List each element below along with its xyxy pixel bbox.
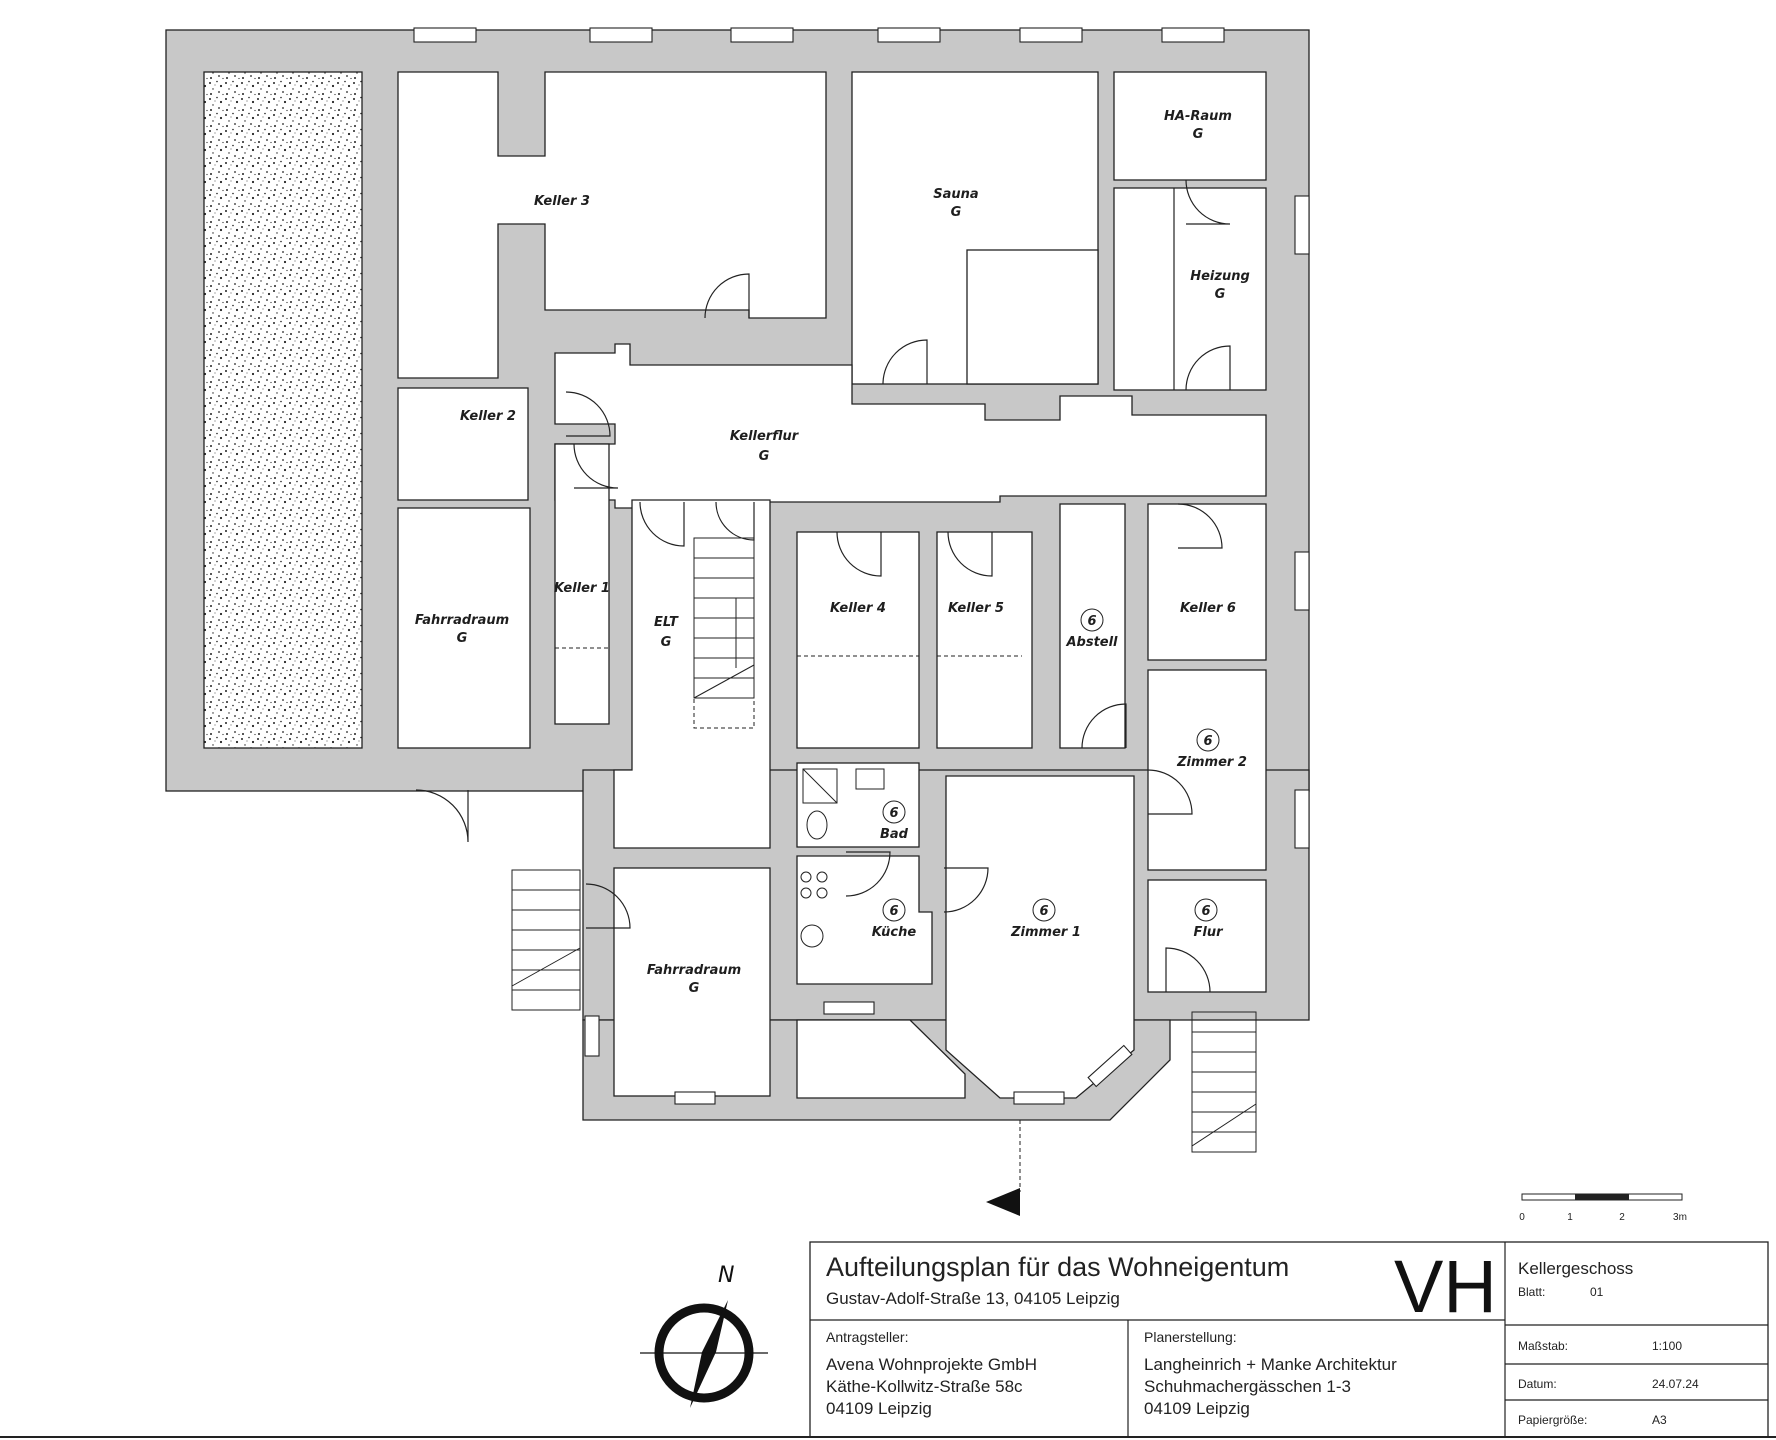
- scale-label: Maßstab:: [1518, 1339, 1568, 1353]
- rooms-layer: [397, 71, 1267, 1099]
- label-fahrradraum-bottom: Fahrradraum: [647, 963, 741, 978]
- room-fahrradraum-top: [397, 507, 531, 749]
- label-zimmer-2: Zimmer 2: [1176, 755, 1247, 770]
- label-keller-3: Keller 3: [534, 194, 590, 209]
- north-label: N: [718, 1263, 734, 1288]
- doors: [415, 179, 1231, 993]
- date-value: 24.07.24: [1652, 1377, 1699, 1391]
- title-block: Aufteilungsplan für das Wohneigentum Gus…: [809, 1241, 1769, 1438]
- stairs: [511, 537, 1257, 1153]
- scale-bar: 0 1 2 3m: [1519, 1193, 1687, 1223]
- paper-value: A3: [1652, 1413, 1667, 1427]
- label-keller-2: Keller 2: [460, 409, 516, 424]
- plan-title: Aufteilungsplan für das Wohneigentum: [826, 1252, 1289, 1282]
- room-elt: [613, 499, 771, 849]
- room-kueche: [796, 855, 933, 985]
- room-heizung: [1113, 187, 1267, 391]
- paper-label: Papiergröße:: [1518, 1413, 1587, 1427]
- label-kellerflur-g: G: [759, 449, 770, 464]
- north-arrow-icon: N: [640, 1263, 768, 1408]
- label-sauna: Sauna: [933, 187, 978, 202]
- label-zimmer-1-num: 6: [1039, 904, 1048, 919]
- room-zimmer-1: [945, 775, 1135, 1099]
- room-keller-4: [796, 531, 920, 749]
- label-fahrradraum-top-g: G: [457, 631, 468, 646]
- label-sauna-g: G: [951, 205, 962, 220]
- section-marker: [986, 1188, 1020, 1216]
- label-keller-5: Keller 5: [948, 601, 1004, 616]
- label-bad: Bad: [880, 827, 909, 842]
- applicant-line-1: Avena Wohnprojekte GmbH: [826, 1355, 1037, 1374]
- room-labels: Keller 3 Sauna G HA-Raum G Heizung G Kel…: [415, 109, 1250, 996]
- room-storage-south: [796, 1019, 966, 1099]
- floor-name: Kellergeschoss: [1518, 1259, 1633, 1278]
- room-keller-2: [397, 387, 529, 501]
- sheet-value: 01: [1590, 1285, 1604, 1299]
- scale-label-1: 1: [1567, 1212, 1573, 1223]
- label-kueche: Küche: [872, 925, 917, 940]
- room-keller-5: [936, 531, 1033, 749]
- label-abstell-num: 6: [1087, 614, 1096, 629]
- room-zimmer-2: [1147, 669, 1267, 871]
- label-kueche-num: 6: [889, 904, 898, 919]
- room-fahrradraum-bottom: [613, 867, 771, 1097]
- label-zimmer-1: Zimmer 1: [1010, 925, 1081, 940]
- planner-line-3: 04109 Leipzig: [1144, 1399, 1250, 1418]
- sheet-label: Blatt:: [1518, 1285, 1545, 1299]
- windows: [413, 27, 1310, 1105]
- applicant-label: Antragsteller:: [826, 1329, 908, 1345]
- sauna-cabin: [966, 249, 1099, 385]
- room-keller-6: [1147, 503, 1267, 661]
- label-fahrradraum-top: Fahrradraum: [415, 613, 509, 628]
- plan-address: Gustav-Adolf-Straße 13, 04105 Leipzig: [826, 1289, 1120, 1308]
- date-label: Datum:: [1518, 1377, 1557, 1391]
- label-keller-4: Keller 4: [830, 601, 886, 616]
- scale-label-3m: 3m: [1673, 1212, 1687, 1223]
- scale-value: 1:100: [1652, 1339, 1682, 1353]
- label-elt-g: G: [661, 635, 672, 650]
- label-keller-6: Keller 6: [1180, 601, 1236, 616]
- room-abstell: [1059, 503, 1126, 749]
- room-ha-raum: [1113, 71, 1267, 181]
- planner-line-1: Langheinrich + Manke Architektur: [1144, 1355, 1397, 1374]
- planner-line-2: Schuhmachergässchen 1-3: [1144, 1377, 1351, 1396]
- label-ha-raum: HA-Raum: [1164, 109, 1232, 124]
- label-heizung-g: G: [1215, 287, 1226, 302]
- room-keller-1: [554, 443, 610, 725]
- room-bad: [796, 762, 920, 848]
- applicant-line-3: 04109 Leipzig: [826, 1399, 932, 1418]
- label-keller-1: Keller 1: [554, 581, 610, 596]
- label-heizung: Heizung: [1190, 269, 1250, 284]
- label-abstell: Abstell: [1065, 635, 1118, 650]
- label-kellerflur: Kellerflur: [730, 429, 800, 444]
- scale-label-0: 0: [1519, 1212, 1525, 1223]
- label-elt: ELT: [654, 615, 679, 630]
- company-logo: VH: [1394, 1245, 1497, 1328]
- label-ha-raum-g: G: [1193, 127, 1204, 142]
- fixtures: [800, 768, 885, 948]
- label-flur: Flur: [1193, 925, 1224, 940]
- label-flur-num: 6: [1201, 904, 1210, 919]
- label-fahrradraum-bottom-g: G: [689, 981, 700, 996]
- scale-label-2: 2: [1619, 1212, 1625, 1223]
- planner-label: Planerstellung:: [1144, 1329, 1237, 1345]
- applicant-line-2: Käthe-Kollwitz-Straße 58c: [826, 1377, 1023, 1396]
- gravel-area: [203, 71, 363, 749]
- label-zimmer-2-num: 6: [1203, 734, 1212, 749]
- label-bad-num: 6: [889, 806, 898, 821]
